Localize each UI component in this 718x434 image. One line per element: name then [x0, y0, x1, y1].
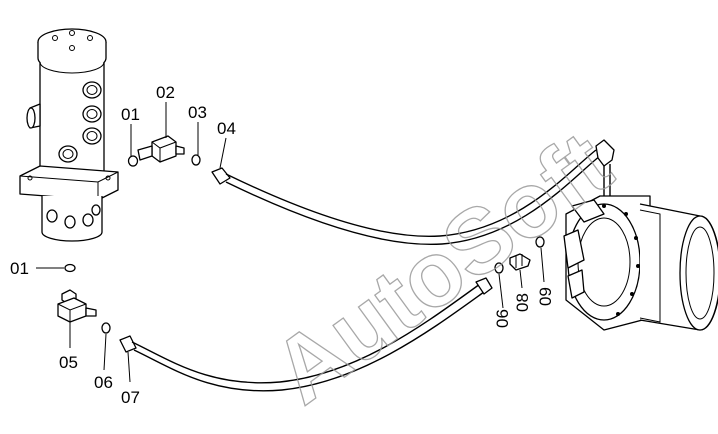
label-07: 07 [121, 388, 140, 407]
o-ring-01-upper [127, 155, 139, 167]
hose-04 [211, 139, 615, 246]
label-03: 03 [188, 103, 207, 122]
travel-motor [563, 195, 718, 331]
leader-lines [36, 102, 545, 383]
label-06-left: 06 [94, 373, 113, 392]
label-04: 04 [217, 119, 236, 138]
tee-fitting-05 [57, 289, 97, 323]
adapter-08 [509, 253, 531, 271]
label-05: 05 [59, 353, 78, 372]
tee-fitting-02 [137, 135, 185, 163]
label-09: 09 [536, 287, 555, 306]
label-01-lower: 01 [10, 259, 29, 278]
o-ring-09 [535, 236, 545, 248]
swivel-joint [19, 28, 119, 242]
label-06-right: 06 [493, 309, 512, 328]
label-08: 08 [513, 293, 532, 312]
o-ring-01-lower [64, 263, 76, 273]
label-02: 02 [156, 83, 175, 102]
o-ring-03 [191, 154, 201, 166]
o-ring-06-right [494, 262, 504, 274]
label-01-upper: 01 [121, 105, 140, 124]
hose-07 [119, 277, 493, 392]
o-ring-06-left [101, 322, 111, 334]
